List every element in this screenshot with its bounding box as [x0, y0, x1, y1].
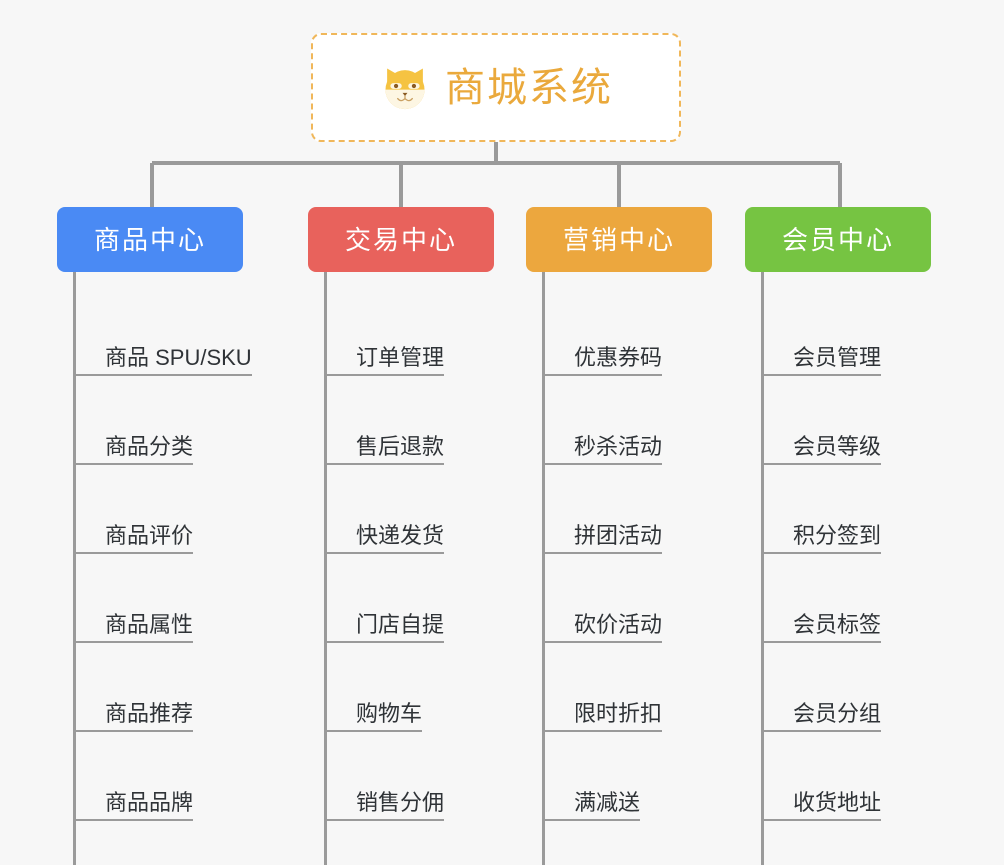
mindmap-canvas: 商城系统 商品中心 商品 SPU/SKU 商品分类 商品评价 [57, 33, 931, 865]
list-item[interactable]: 砍价活动 [526, 554, 712, 643]
leaf-label: 销售分佣 [356, 789, 445, 815]
root-title: 商城系统 [445, 65, 613, 110]
leaf-label: 会员等级 [793, 433, 882, 459]
list-item[interactable]: 快递发货 [308, 465, 494, 554]
list-item[interactable]: 商品分类 [57, 376, 243, 465]
leaf-underline [324, 819, 445, 821]
leaf-underline [73, 819, 194, 821]
leaf-underline [761, 819, 882, 821]
leaf-underline [73, 374, 252, 376]
branch-trade-center: 交易中心 订单管理 售后退款 快递发货 [308, 207, 494, 865]
leaf-list-trade-center: 订单管理 售后退款 快递发货 门店自提 [308, 272, 494, 865]
list-item[interactable]: 会员分组 [745, 643, 931, 732]
list-item[interactable]: 拼团活动 [526, 465, 712, 554]
list-item[interactable]: 会员标签 [745, 554, 931, 643]
list-item[interactable]: 购物车 [308, 643, 494, 732]
leaf-label: 商品 SPU/SKU [105, 344, 252, 370]
root-node[interactable]: 商城系统 [311, 33, 681, 142]
leaf-label: 商品推荐 [105, 700, 194, 726]
list-item[interactable]: 商品 SPU/SKU [57, 287, 252, 376]
branch-marketing-center: 营销中心 优惠券码 秒杀活动 拼团活动 [526, 207, 712, 865]
branch-spine [542, 272, 545, 865]
leaf-underline [761, 552, 882, 554]
leaf-label: 订单管理 [356, 344, 445, 370]
category-title: 商品中心 [93, 224, 206, 255]
leaf-underline [324, 641, 445, 643]
leaf-underline [324, 463, 445, 465]
leaf-underline [542, 819, 641, 821]
category-header-product-center[interactable]: 商品中心 [57, 207, 243, 272]
leaf-underline [324, 552, 445, 554]
list-item[interactable]: 优惠券码 [526, 287, 712, 376]
leaf-label: 秒杀活动 [574, 433, 663, 459]
leaf-underline [542, 463, 663, 465]
leaf-label: 会员管理 [793, 344, 882, 370]
leaf-underline [761, 374, 882, 376]
leaf-label: 砍价活动 [574, 611, 663, 637]
list-item[interactable]: 售后退款 [308, 376, 494, 465]
leaf-list-product-center: 商品 SPU/SKU 商品分类 商品评价 商品属性 [57, 272, 252, 865]
category-title: 营销中心 [562, 224, 675, 255]
leaf-underline [542, 552, 663, 554]
leaf-underline [73, 463, 194, 465]
leaf-label: 商品品牌 [105, 789, 194, 815]
leaf-label: 会员标签 [793, 611, 882, 637]
leaf-label: 限时折扣 [574, 700, 663, 726]
branch-spine [761, 272, 764, 865]
leaf-label: 拼团活动 [574, 522, 663, 548]
leaf-label: 商品分类 [105, 433, 194, 459]
leaf-list-marketing-center: 优惠券码 秒杀活动 拼团活动 砍价活动 [526, 272, 712, 865]
list-item[interactable]: 收货地址 [745, 732, 931, 821]
list-item[interactable]: 商品评价 [57, 465, 243, 554]
leaf-label: 购物车 [356, 700, 423, 726]
leaf-label: 售后退款 [356, 433, 445, 459]
leaf-label: 商品评价 [105, 522, 194, 548]
dog-face-icon [385, 68, 425, 109]
list-item[interactable]: 销售分佣 [308, 732, 494, 821]
leaf-label: 优惠券码 [574, 344, 663, 370]
list-item[interactable]: 会员管理 [745, 287, 931, 376]
leaf-underline [542, 641, 663, 643]
leaf-underline [73, 552, 194, 554]
category-title: 会员中心 [781, 224, 894, 255]
leaf-label: 商品属性 [105, 611, 194, 637]
category-header-trade-center[interactable]: 交易中心 [308, 207, 494, 272]
list-item[interactable]: 门店自提 [308, 554, 494, 643]
category-title: 交易中心 [344, 224, 457, 255]
list-item[interactable]: 秒杀活动 [526, 376, 712, 465]
list-item[interactable]: 商品属性 [57, 554, 243, 643]
branch-spine [324, 272, 327, 865]
leaf-underline [73, 641, 194, 643]
branch-spine [73, 272, 76, 865]
leaf-underline [761, 641, 882, 643]
leaf-label: 满减送 [574, 789, 641, 815]
leaf-underline [542, 374, 663, 376]
leaf-label: 收货地址 [793, 789, 882, 815]
list-item[interactable]: 限时折扣 [526, 643, 712, 732]
branch-product-center: 商品中心 商品 SPU/SKU 商品分类 商品评价 [57, 207, 252, 865]
list-item[interactable]: 满减送 [526, 732, 712, 821]
category-header-marketing-center[interactable]: 营销中心 [526, 207, 712, 272]
leaf-list-member-center: 会员管理 会员等级 积分签到 会员标签 [745, 272, 931, 865]
leaf-underline [73, 730, 194, 732]
leaf-label: 积分签到 [793, 522, 882, 548]
leaf-underline [542, 730, 663, 732]
leaf-underline [324, 730, 423, 732]
list-item[interactable]: 商品品牌 [57, 732, 243, 821]
leaf-underline [324, 374, 445, 376]
category-header-member-center[interactable]: 会员中心 [745, 207, 931, 272]
leaf-underline [761, 730, 882, 732]
list-item[interactable]: 积分签到 [745, 465, 931, 554]
branch-member-center: 会员中心 会员管理 会员等级 积分签到 [745, 207, 931, 865]
leaf-label: 快递发货 [356, 522, 445, 548]
leaf-underline [761, 463, 882, 465]
leaf-label: 会员分组 [793, 700, 882, 726]
list-item[interactable]: 商品推荐 [57, 643, 243, 732]
leaf-label: 门店自提 [356, 611, 445, 637]
list-item[interactable]: 订单管理 [308, 287, 494, 376]
list-item[interactable]: 会员等级 [745, 376, 931, 465]
